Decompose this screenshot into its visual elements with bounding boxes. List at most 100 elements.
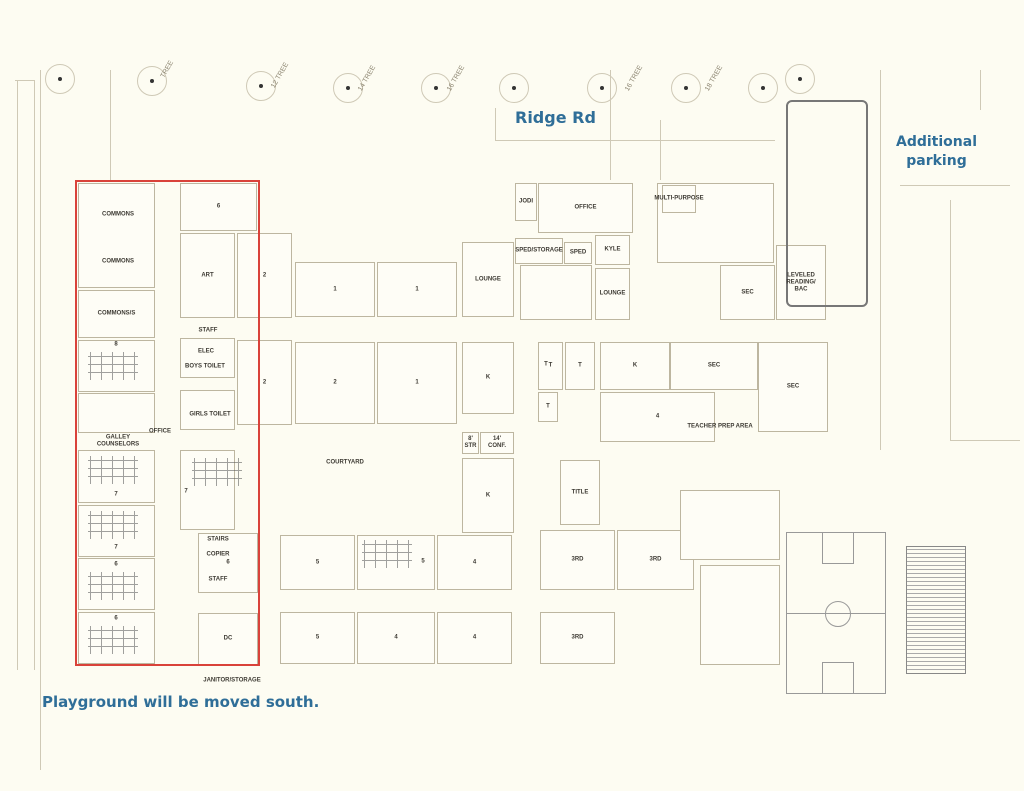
site-line [950, 440, 1020, 441]
room-leveled-reading [776, 245, 826, 320]
room-r4b [357, 612, 435, 664]
site-line [660, 120, 661, 180]
desk-group [88, 626, 138, 654]
room-r5c [280, 612, 355, 664]
site-line [495, 108, 496, 140]
room-t-3 [538, 392, 558, 422]
room-label: STAFF [208, 576, 228, 583]
room-r2a [237, 233, 292, 318]
room-label: STAFF [198, 327, 218, 334]
bleachers [906, 546, 966, 674]
room-r2c [295, 342, 375, 424]
tree-icon [421, 73, 451, 103]
room-k-1 [462, 342, 514, 414]
room-third-3 [540, 612, 615, 664]
room-r5a [280, 535, 355, 590]
room-r4a [437, 535, 512, 590]
room-label: SEC [741, 289, 754, 295]
desk-group [88, 572, 138, 600]
room-r1a [295, 262, 375, 317]
site-line [980, 70, 981, 110]
room-label: OFFICE [149, 428, 171, 435]
room-label: SPED/STORAGE [515, 247, 563, 254]
highlighted-wing-outline [75, 180, 260, 666]
site-line [34, 80, 35, 670]
desk-group [88, 352, 138, 380]
room-k-2 [462, 458, 514, 533]
court-key-top [822, 533, 854, 564]
room-jodi [515, 183, 537, 221]
room-sped-storage [515, 238, 563, 264]
room-label: 7 [114, 544, 118, 551]
room-commons-s [78, 290, 155, 338]
room-label: 5 [315, 634, 320, 641]
room-label: 6 [216, 203, 221, 210]
room-label: TEACHER PREP AREA [687, 423, 753, 430]
room-label: 4 [394, 634, 398, 641]
room-label: 3RD [571, 556, 584, 563]
room-r4d [600, 392, 715, 442]
room-room-6 [198, 533, 258, 593]
tree-icon [137, 66, 167, 96]
tree-icon [748, 73, 778, 103]
room-label: COMMONS [102, 211, 134, 218]
site-line [950, 200, 951, 440]
site-line [17, 80, 18, 670]
tree-icon [499, 73, 529, 103]
room-unlabeled [180, 338, 235, 378]
room-label: 4 [472, 559, 477, 565]
room-label: 3RD [571, 634, 584, 641]
room-label: K [632, 362, 638, 369]
desk-group [362, 540, 412, 568]
room-label: SPED [569, 249, 587, 256]
room-label: KYLE [604, 246, 621, 253]
room-unlabeled [680, 490, 780, 560]
room-label: GALLEY [105, 434, 131, 441]
site-line [900, 185, 1010, 186]
room-label: 7 [114, 491, 118, 498]
room-label: T [578, 362, 582, 369]
room-lounge-1 [462, 242, 514, 317]
gymnasium-court [786, 532, 886, 694]
room-label: DC [223, 635, 233, 642]
tree-label: 16 TREE [446, 64, 467, 93]
parking-lot [786, 100, 868, 307]
room-label: LOUNGE [475, 276, 501, 282]
room-label: T [544, 361, 548, 368]
room-label: 6 [226, 559, 230, 566]
tree-icon [333, 73, 363, 103]
room-label: 2 [333, 379, 337, 386]
room-art [180, 233, 235, 318]
court-center-circle [825, 601, 851, 627]
tree-icon [785, 64, 815, 94]
room-r4c [437, 612, 512, 664]
room-unlabeled [78, 393, 155, 433]
desk-group [88, 456, 138, 484]
room-label: 4 [472, 634, 477, 641]
room-label: 5 [315, 559, 320, 565]
desk-group [192, 458, 242, 486]
tree-label: TREE [159, 59, 176, 80]
room-label: 4 [655, 413, 660, 420]
room-r1c [377, 342, 457, 424]
room-label: 14' CONF. [488, 436, 506, 449]
room-unlabeled [520, 265, 592, 320]
room-label: K [485, 374, 491, 381]
room-title [560, 460, 600, 525]
room-label: 5 [421, 558, 425, 565]
tree-label: 12 TREE [270, 61, 291, 90]
room-label: COURTYARD [326, 459, 364, 466]
room-sped [564, 242, 592, 264]
room-label: 6 [114, 615, 118, 622]
room-label: STAIRS [207, 536, 229, 543]
room-label: GIRLS TOILET [189, 411, 231, 418]
room-top-6 [180, 183, 257, 231]
parking-label: Additional parking [896, 134, 977, 169]
room-label: 7 [184, 488, 188, 495]
tree-label: 16 TREE [624, 64, 645, 93]
desk-group [88, 511, 138, 539]
room-label: LEVELED READING/ BAC [786, 272, 816, 292]
tree-icon [45, 64, 75, 94]
room-t-2 [565, 342, 595, 390]
room-sec-1 [720, 265, 775, 320]
